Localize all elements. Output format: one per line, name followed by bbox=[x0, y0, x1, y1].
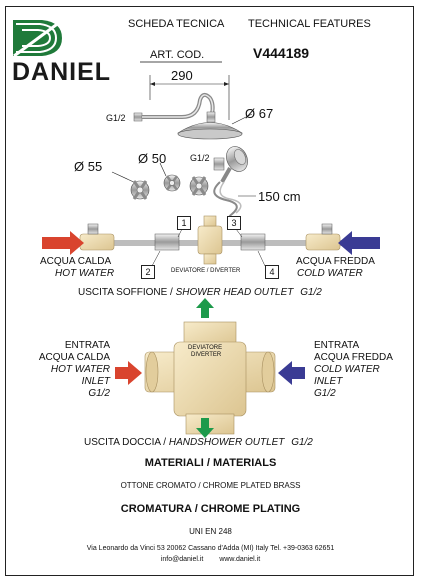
shower-head-outlet-en: SHOWER HEAD OUTLET bbox=[175, 287, 294, 298]
cold-inlet-thread: G1/2 bbox=[314, 388, 336, 399]
part-number-4: 4 bbox=[265, 265, 279, 279]
shower-head-outlet-it: USCITA SOFFIONE / bbox=[78, 287, 173, 298]
art-code-label: ART. COD. bbox=[150, 49, 205, 61]
footer-web[interactable]: www.daniel.it bbox=[219, 556, 261, 563]
materials-title: MATERIALI / MATERIALS bbox=[144, 457, 277, 469]
arm-length-label: 290 bbox=[171, 68, 193, 83]
cold-water-it: ACQUA FREDDA bbox=[296, 256, 375, 267]
hand-thread-label: G1/2 bbox=[190, 153, 210, 163]
hand-shower bbox=[213, 146, 256, 223]
shower-head bbox=[176, 111, 253, 140]
plumbing-diagram bbox=[68, 215, 352, 267]
finish-value: CROMATURA / CHROME PLATING bbox=[120, 503, 301, 515]
footer-address: Via Leonardo da Vinci 53 20062 Cassano d… bbox=[86, 545, 335, 552]
hot-inlet-en1: HOT WATER bbox=[50, 364, 110, 375]
hot-water-arrow bbox=[42, 231, 84, 255]
brand-name: DANIEL bbox=[12, 58, 112, 86]
shower-head-outlet-thread: G1/2 bbox=[300, 287, 322, 298]
body-label-2: DIVERTER bbox=[191, 352, 222, 358]
arm-thread-label: G1/2 bbox=[106, 113, 126, 123]
hot-inlet-en2: INLET bbox=[81, 376, 110, 387]
cold-inlet-label: ENTRATA ACQUA FREDDA COLD WATER INLET G1… bbox=[314, 340, 393, 400]
handshower-outlet-it: USCITA DOCCIA / bbox=[84, 437, 167, 448]
footer-contacts: info@daniel.it www.daniel.it bbox=[0, 556, 421, 563]
cold-water-arrow bbox=[338, 231, 380, 255]
hot-inlet-thread: G1/2 bbox=[88, 388, 110, 399]
cold-water-en: COLD WATER bbox=[297, 268, 363, 279]
hot-water-it: ACQUA CALDA bbox=[40, 256, 112, 267]
diverter-diameter-label: Ø 50 bbox=[138, 151, 167, 166]
diverter-body bbox=[144, 321, 276, 435]
handshower-outlet-en: HANDSHOWER OUTLET bbox=[168, 437, 285, 448]
part-number-2: 2 bbox=[141, 265, 155, 279]
title-it: SCHEDA TECNICA bbox=[128, 18, 225, 30]
footer-email[interactable]: info@daniel.it bbox=[160, 556, 204, 563]
cold-inlet-it1: ENTRATA bbox=[314, 340, 360, 351]
part-number-1: 1 bbox=[177, 216, 191, 230]
title-en: TECHNICAL FEATURES bbox=[248, 18, 371, 30]
hot-inlet-label: ENTRATA ACQUA CALDA HOT WATER INLET G1/2 bbox=[28, 340, 110, 400]
hot-water-en: HOT WATER bbox=[55, 268, 115, 279]
handshower-outlet-label: USCITA DOCCIA / HANDSHOWER OUTLET G1/2 bbox=[84, 437, 313, 448]
handle-taps bbox=[111, 162, 209, 200]
shower-head-outlet-label: USCITA SOFFIONE / SHOWER HEAD OUTLET G1/… bbox=[78, 287, 322, 298]
hose-length-label: 150 cm bbox=[258, 189, 301, 204]
body-label-1: DEVIATORE bbox=[188, 345, 223, 351]
cold-inlet-it2: ACQUA FREDDA bbox=[314, 352, 393, 363]
head-diameter-label: Ø 67 bbox=[245, 106, 274, 121]
logo-mark bbox=[13, 20, 62, 58]
cold-inlet-en2: INLET bbox=[314, 376, 343, 387]
material-value: OTTONE CROMATO / CHROME PLATED BRASS bbox=[120, 481, 301, 490]
shower-arm bbox=[133, 93, 215, 122]
art-code-value: V444189 bbox=[253, 45, 310, 61]
handshower-outlet-arrow bbox=[196, 418, 214, 438]
cold-inlet-arrow bbox=[278, 361, 305, 385]
technical-sheet bbox=[5, 6, 414, 576]
cold-inlet-en1: COLD WATER bbox=[314, 364, 380, 375]
hot-inlet-arrow bbox=[115, 361, 142, 385]
handshower-outlet-thread: G1/2 bbox=[291, 437, 313, 448]
arm-dimension bbox=[149, 75, 230, 120]
diverter-small-label: DEVIATORE / DIVERTER bbox=[171, 268, 241, 274]
hot-inlet-it1: ENTRATA bbox=[64, 340, 110, 351]
shower-head-outlet-arrow bbox=[196, 298, 214, 318]
standard-value: UNI EN 248 bbox=[189, 527, 232, 536]
handle-diameter-label: Ø 55 bbox=[74, 159, 103, 174]
part-number-3: 3 bbox=[227, 216, 241, 230]
hot-inlet-it2: ACQUA CALDA bbox=[38, 352, 110, 363]
